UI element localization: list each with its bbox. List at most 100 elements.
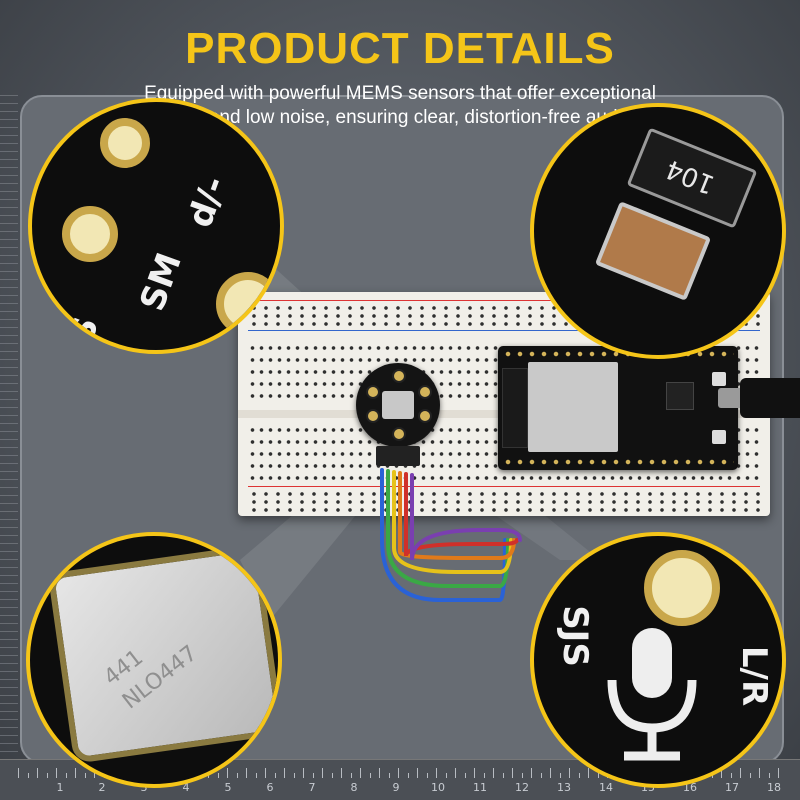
ruler-tick — [436, 768, 437, 778]
mic-pad — [392, 369, 406, 383]
microphone-icon — [607, 628, 697, 761]
ruler-tick — [293, 773, 295, 778]
ruler-tick — [407, 773, 409, 778]
ruler-number: 6 — [266, 781, 274, 794]
ruler-tick — [483, 773, 485, 778]
jumper-wire — [398, 471, 516, 560]
mic-pad — [366, 409, 380, 423]
ruler-tick — [37, 768, 38, 778]
pin-header-connector — [376, 446, 420, 466]
ruler-number: 11 — [473, 781, 487, 794]
esp32-board — [498, 346, 738, 470]
ruler-tick — [27, 773, 29, 778]
ruler-tick — [721, 768, 722, 778]
ruler-tick — [379, 768, 380, 778]
ruler-tick — [768, 773, 770, 778]
ruler-number: 8 — [350, 781, 358, 794]
ruler-tick — [255, 773, 257, 778]
ruler-number: 17 — [725, 781, 739, 794]
mic-pad — [366, 385, 380, 399]
wifi-module — [502, 362, 618, 452]
solder-pad — [644, 550, 720, 626]
ruler-tick — [331, 773, 333, 778]
ruler-tick — [217, 773, 219, 778]
ruler-tick — [740, 768, 741, 778]
ruler-tick — [388, 773, 390, 778]
ruler-tick — [350, 773, 352, 778]
ruler-number: 4 — [182, 781, 190, 794]
usb-chip — [666, 382, 694, 410]
ruler-tick — [569, 768, 570, 778]
ruler-tick — [578, 773, 580, 778]
silkscreen-text: d/- — [179, 171, 235, 233]
ruler-tick — [730, 773, 732, 778]
mic-pad — [418, 385, 432, 399]
ruler-number: 2 — [98, 781, 106, 794]
part-marking: 104 — [661, 153, 719, 200]
rail-line-red-bottom — [248, 486, 760, 487]
ruler-tick — [759, 768, 760, 778]
ruler-tick — [360, 768, 361, 778]
vertical-ruler — [0, 95, 18, 760]
ruler-tick — [597, 773, 599, 778]
ruler-tick — [512, 768, 513, 778]
header-pins-bottom — [502, 458, 734, 466]
page-title: PRODUCT DETAILS — [185, 24, 615, 73]
capacitor-component — [594, 201, 712, 301]
ruler-tick — [521, 773, 523, 778]
ruler-tick — [474, 768, 475, 778]
ruler-number: 10 — [431, 781, 445, 794]
ruler-tick — [588, 768, 589, 778]
button-en — [712, 372, 726, 386]
solder-pad — [100, 118, 150, 168]
ruler-number: 5 — [224, 781, 232, 794]
ruler-tick — [274, 773, 276, 778]
ruler-tick — [227, 768, 228, 778]
ruler-tick — [341, 768, 342, 778]
usb-port — [718, 388, 746, 408]
ruler-number: 1 — [56, 781, 64, 794]
ruler-tick — [550, 768, 551, 778]
ruler-tick — [540, 773, 542, 778]
jumper-wire — [410, 473, 522, 561]
ruler-tick — [455, 768, 456, 778]
ruler-tick — [18, 768, 19, 778]
ruler-tick — [75, 768, 76, 778]
can-marking: 441 NLO447 — [98, 616, 204, 717]
mems-microphone-module — [356, 363, 440, 447]
ruler-number: 12 — [515, 781, 529, 794]
ruler-tick — [312, 773, 314, 778]
usb-cable — [740, 378, 800, 418]
ruler-number: 9 — [392, 781, 400, 794]
ruler-tick — [84, 773, 86, 778]
ruler-tick — [445, 773, 447, 778]
rail-line-blue — [248, 330, 760, 331]
ruler-tick — [493, 768, 494, 778]
zoom-circle-mic-icon: SJS L/R — [530, 532, 786, 788]
ruler-tick — [464, 773, 466, 778]
ruler-tick — [284, 768, 285, 778]
ruler-tick — [369, 773, 371, 778]
ruler-tick — [265, 768, 266, 778]
zoom-circle-components: 104 — [530, 103, 786, 359]
ruler-tick — [246, 768, 247, 778]
mic-pad — [418, 409, 432, 423]
rail-line-red — [248, 300, 760, 301]
ruler-number: 7 — [308, 781, 316, 794]
ruler-tick — [56, 768, 57, 778]
ruler-tick — [531, 768, 532, 778]
ruler-number: 14 — [599, 781, 613, 794]
ruler-tick — [65, 773, 67, 778]
silkscreen-text: L/R — [734, 645, 775, 707]
jumper-wire — [392, 470, 513, 574]
zoom-circle-silkscreen: d/- SM S — [28, 98, 284, 354]
jumper-wire — [404, 472, 519, 557]
ruler-tick — [236, 773, 238, 778]
ruler-tick — [46, 773, 48, 778]
page-subtitle: Equipped with powerful MEMS sensors that… — [121, 83, 679, 128]
antenna — [502, 368, 528, 448]
zoom-circle-mic-can: 441 NLO447 — [26, 532, 282, 788]
silkscreen-text: SM — [132, 247, 190, 317]
solder-pad — [62, 206, 118, 262]
